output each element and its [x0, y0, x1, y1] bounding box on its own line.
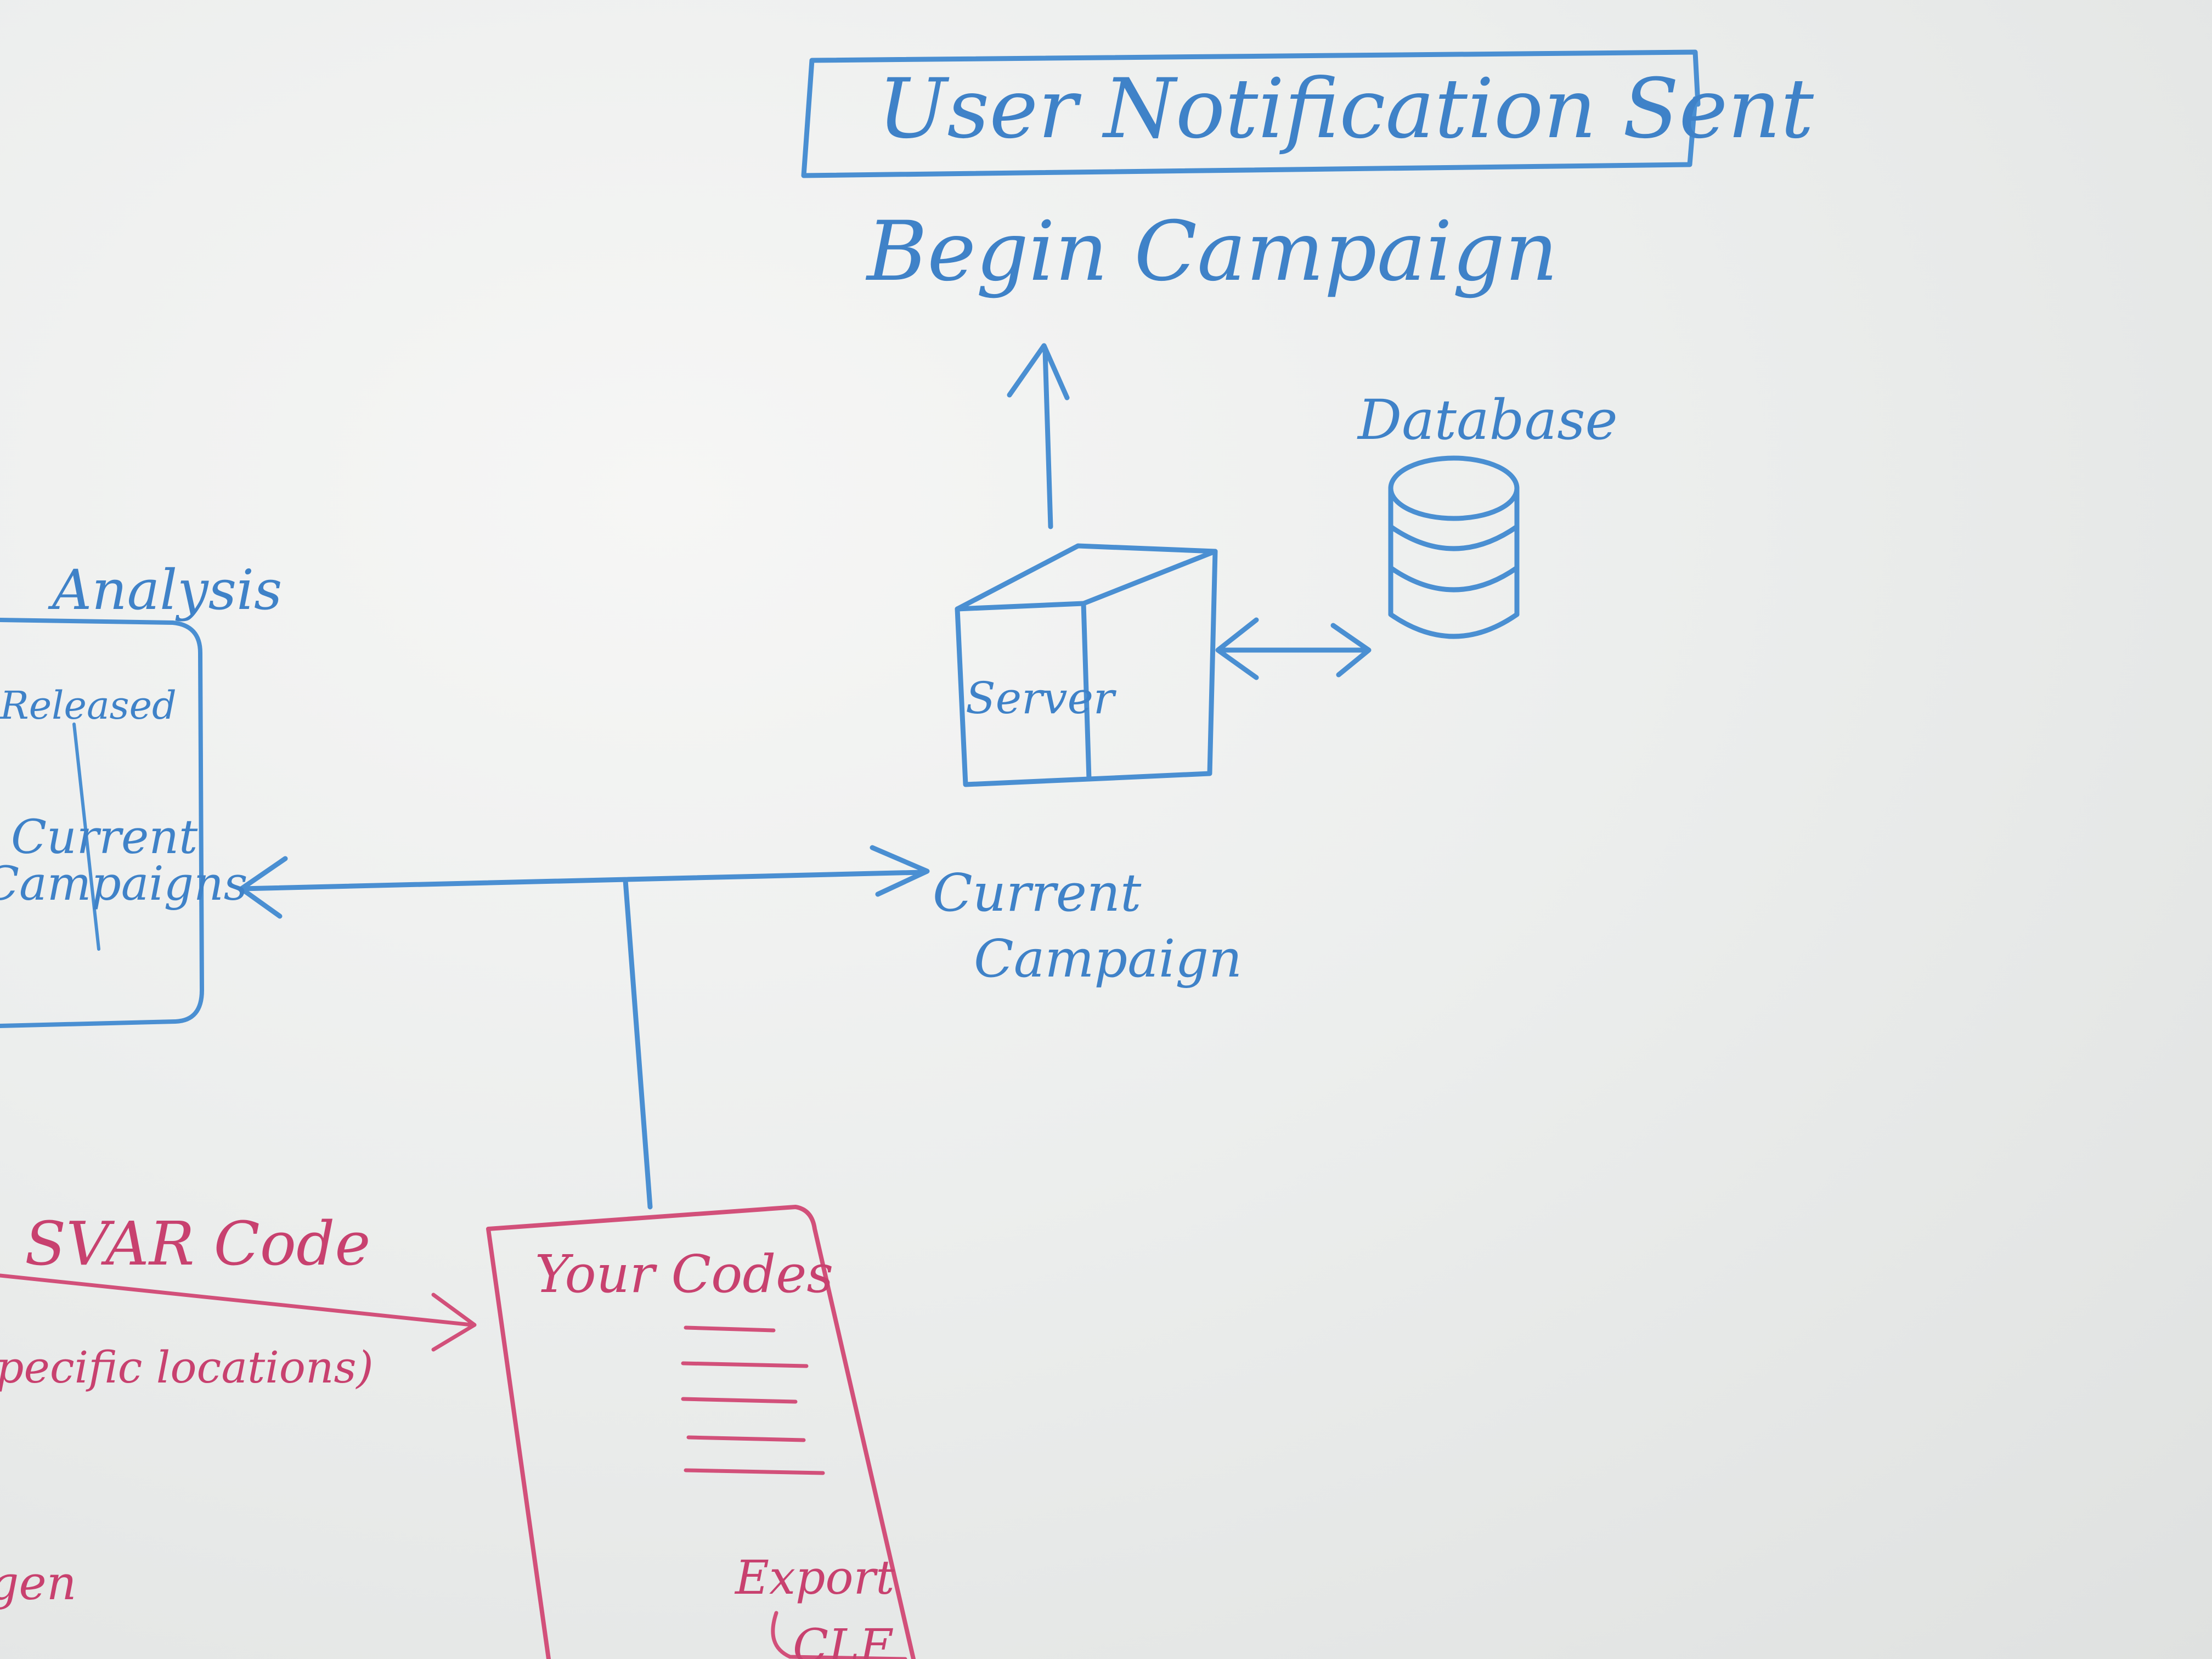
- server-label: Server: [966, 673, 1117, 724]
- your-codes-title: Your Codes: [535, 1244, 833, 1305]
- server-icon: [955, 543, 1218, 787]
- analysis-panel-outline: [0, 618, 204, 1028]
- analysis-panel-title: Analysis: [48, 558, 282, 622]
- server-database-arrow: [1215, 617, 1372, 680]
- svar-code-arrow: [0, 1273, 477, 1352]
- notification-box-outline: [801, 49, 1701, 178]
- up-arrow: [1007, 343, 1070, 529]
- your-codes-export-button-label: CLF: [793, 1620, 893, 1659]
- your-codes-connector: [623, 878, 653, 1210]
- current-campaign-line2: Campaign: [974, 929, 1242, 989]
- begin-campaign-label: Begin Campaign: [865, 204, 1558, 300]
- your-codes-panel-outline: [486, 1205, 916, 1659]
- notification-box-label: User Notification Sent: [878, 61, 1814, 157]
- analysis-panel-divider: [72, 723, 100, 951]
- analysis-panel-released: Released: [0, 683, 177, 728]
- current-campaign-line1: Current: [933, 863, 1142, 923]
- your-codes-export-button-outline: [771, 1611, 907, 1659]
- analysis-panel-current-campaigns-line1: Current: [11, 810, 198, 865]
- svar-code-label: SVAR Code: [25, 1209, 370, 1279]
- database-label: Database: [1357, 388, 1618, 452]
- your-codes-export-label: Export: [734, 1551, 895, 1605]
- your-codes-list-lines: [681, 1325, 825, 1475]
- analysis-panel-current-campaigns-line2: Campaigns: [0, 857, 247, 911]
- campaign-flow-line: [239, 845, 930, 919]
- svar-code-note: (specific locations): [0, 1342, 374, 1393]
- svar-code-fragment: gen: [0, 1556, 76, 1611]
- database-icon: [1388, 455, 1520, 639]
